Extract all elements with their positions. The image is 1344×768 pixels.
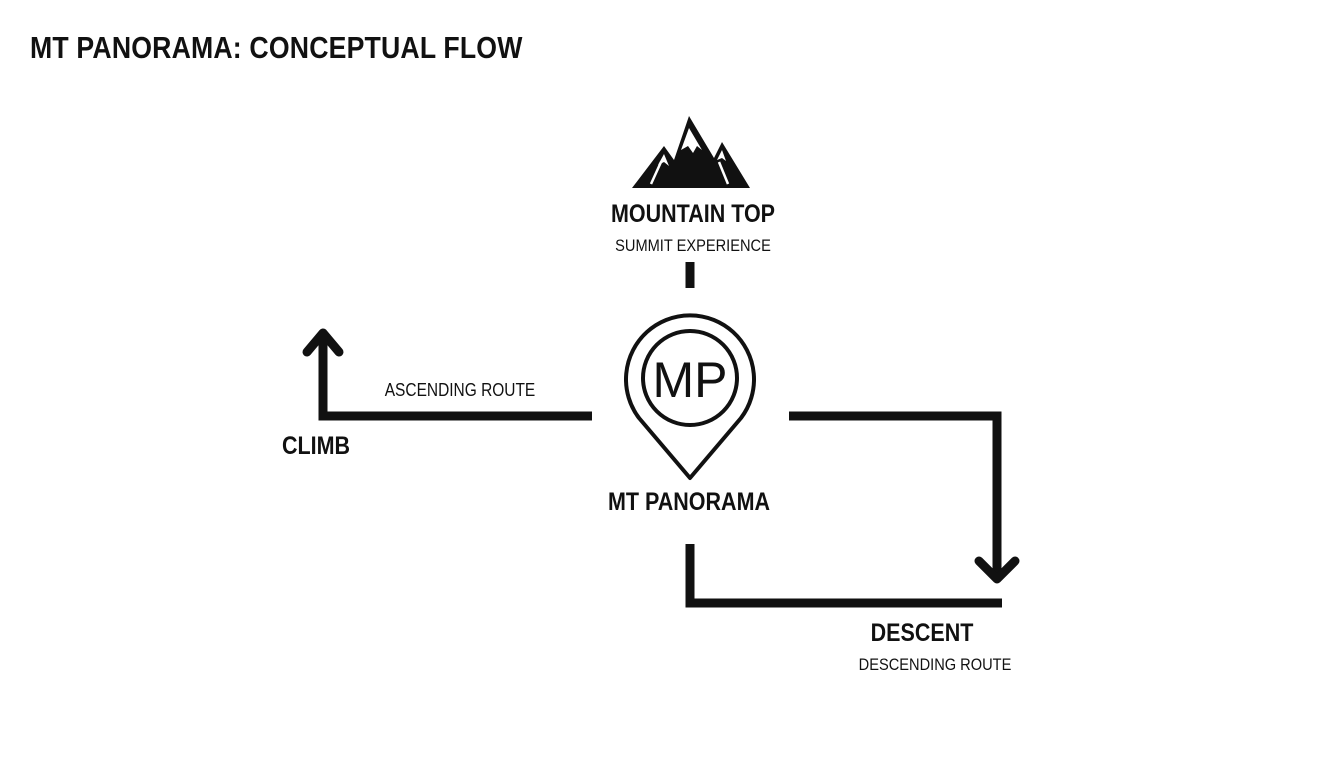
mountain-top-label: MOUNTAIN TOP [610, 200, 776, 228]
ascending-route-label: ASCENDING ROUTE [384, 380, 536, 400]
ascending-route-arrow [302, 328, 592, 421]
mt-panorama-label: MT PANORAMA [607, 488, 771, 516]
climb-label: CLIMB [281, 432, 351, 460]
diagram-title: MT PANORAMA: CONCEPTUAL FLOW [30, 30, 523, 65]
descending-route-arrow [789, 411, 1020, 584]
descent-label: DESCENT [870, 619, 974, 647]
map-pin-icon: MP [624, 313, 756, 480]
mountain-icon [632, 116, 750, 188]
base-connector [685, 544, 1002, 608]
pin-logo-text: MP [653, 352, 728, 408]
summit-experience-label: SUMMIT EXPERIENCE [615, 236, 771, 255]
descending-route-label: DESCENDING ROUTE [858, 655, 1012, 674]
